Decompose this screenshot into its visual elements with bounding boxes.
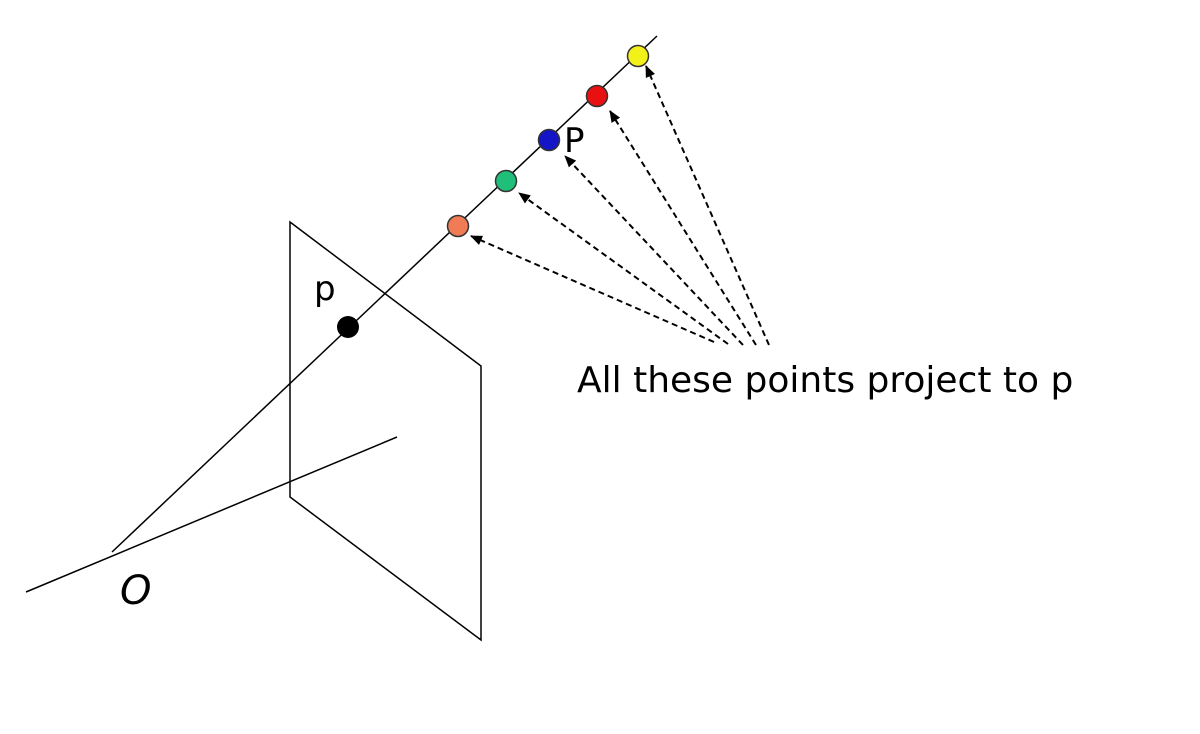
world-points-group xyxy=(446,44,650,238)
world-point-dot-1 xyxy=(446,214,470,238)
projection-ray xyxy=(111,35,658,553)
image-plane xyxy=(289,220,482,642)
projection-arrow-2 xyxy=(518,192,729,345)
image-point-label: p xyxy=(314,269,336,309)
arrow-group xyxy=(470,65,770,346)
world-point-dot-3 xyxy=(537,128,561,152)
optical-axis-line xyxy=(25,436,398,593)
projection-arrow-4 xyxy=(609,110,757,346)
projection-arrow-5 xyxy=(645,65,770,346)
world-point-dot-4 xyxy=(585,84,609,108)
projection-arrow-1 xyxy=(470,235,715,343)
origin-label: O xyxy=(120,568,151,614)
world-point-label: P xyxy=(564,121,585,161)
world-point-dot-5 xyxy=(626,44,650,68)
projection-arrow-3 xyxy=(564,155,744,346)
world-point-dot-2 xyxy=(494,169,518,193)
image-point-dot xyxy=(337,316,359,338)
caption-text: All these points project to p xyxy=(577,360,1073,401)
